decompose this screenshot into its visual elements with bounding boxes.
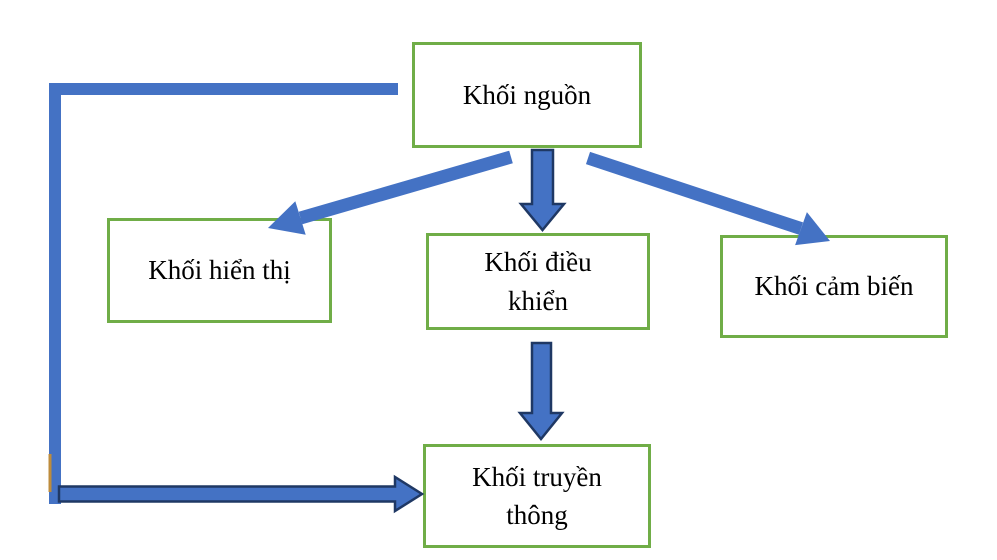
arrow-elbow-to-communication <box>57 474 425 514</box>
arrow-power-to-display-shaft <box>298 150 513 225</box>
block-power-source: Khối nguồn <box>412 42 642 148</box>
block-communication: Khối truyền thông <box>423 444 651 548</box>
arrow-control-to-communication <box>517 341 565 441</box>
block-display-label: Khối hiển thị <box>148 255 291 286</box>
block-display: Khối hiển thị <box>107 218 332 323</box>
block-power-source-label: Khối nguồn <box>462 79 592 110</box>
arrow-power-to-control <box>518 148 567 232</box>
block-control-label: Khối điều khiển <box>484 247 592 316</box>
arrow-power-to-sensor-shaft <box>585 151 804 235</box>
block-communication-label: Khối truyền thông <box>472 461 602 530</box>
block-control: Khối điều khiển <box>426 233 650 330</box>
block-sensor-label: Khối cảm biến <box>754 271 914 302</box>
block-sensor: Khối cảm biến <box>720 235 948 338</box>
